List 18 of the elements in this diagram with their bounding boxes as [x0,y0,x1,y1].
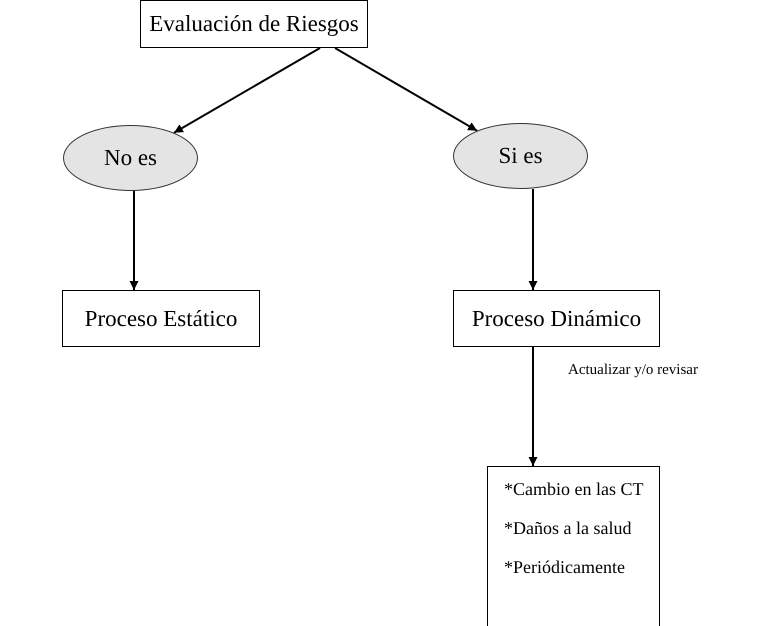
process-box [140,0,368,48]
node-text: Proceso Dinámico [472,306,642,332]
edge-label: Actualizar y/o revisar [568,362,698,379]
arrow [528,189,538,290]
list-box [487,466,660,626]
node-text: Si es [498,143,543,169]
arrow [334,47,478,132]
process-box [62,290,260,347]
node-text: Evaluación de Riesgos [149,11,359,37]
node-text: No es [104,145,158,171]
list-item: *Daños a la salud [504,518,632,539]
list-item: *Periódicamente [504,557,625,578]
list-item: *Cambio en las CT [504,479,644,500]
process-box [453,290,660,347]
arrow [130,191,138,290]
arrow [173,47,320,134]
node-text: Proceso Estático [84,306,238,332]
arrow [528,347,538,466]
